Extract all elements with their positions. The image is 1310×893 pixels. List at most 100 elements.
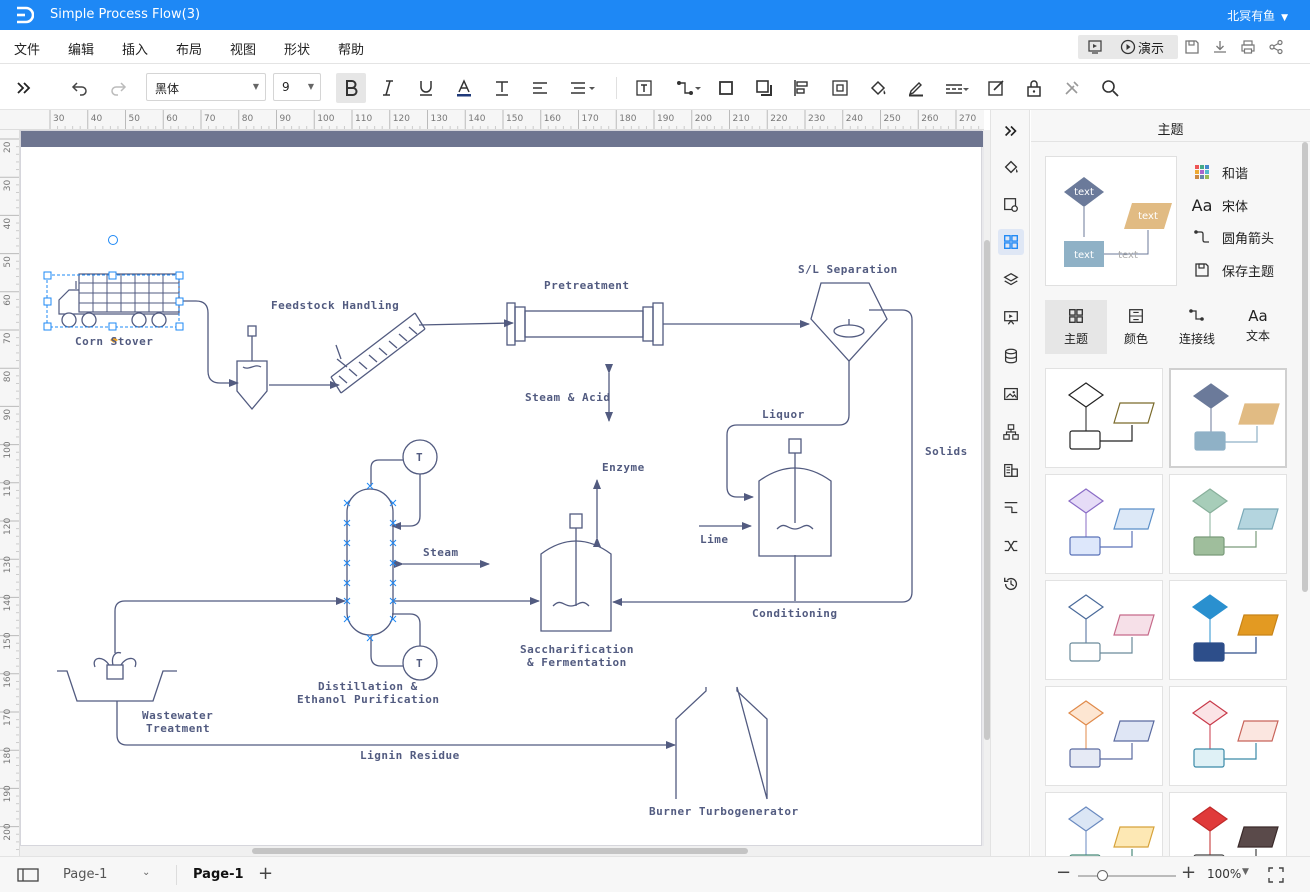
hopper-shape[interactable] — [236, 325, 268, 411]
italic-button[interactable] — [376, 76, 400, 100]
org-panel-button[interactable] — [998, 419, 1024, 445]
connection-point-marker[interactable] — [343, 499, 351, 507]
chevron-down-icon[interactable]: ▼ — [1242, 867, 1249, 877]
vertical-scrollbar-thumb[interactable] — [984, 240, 990, 740]
connection-point-marker[interactable] — [343, 559, 351, 567]
t2-circle[interactable] — [402, 645, 438, 681]
diagram-page[interactable]: Corn Stover Feedstock Handling Pretreatm… — [20, 130, 983, 846]
pretreatment-reactor-shape[interactable] — [506, 302, 664, 346]
fullscreen-icon[interactable] — [1268, 867, 1284, 883]
connection-point-marker[interactable] — [343, 539, 351, 547]
presentation-mode-button[interactable] — [1078, 35, 1112, 59]
tab-color[interactable]: 颜色 — [1105, 300, 1167, 354]
menu-help[interactable]: 帮助 — [338, 43, 365, 58]
widgets-panel-button[interactable] — [998, 457, 1024, 483]
size-button[interactable] — [828, 76, 852, 100]
label-treatment[interactable]: Treatment — [146, 722, 210, 735]
fermentation-tank-shape[interactable] — [540, 513, 612, 632]
page-select[interactable]: Page-1 — [63, 867, 108, 882]
label-ethanol-purification[interactable]: Ethanol Purification — [297, 693, 439, 706]
text-handle[interactable] — [110, 337, 118, 343]
text-box-button[interactable] — [632, 76, 656, 100]
wastewater-basin-shape[interactable] — [57, 651, 177, 702]
theme-card[interactable] — [1045, 580, 1163, 680]
label-wastewater[interactable]: Wastewater — [142, 709, 213, 722]
layers-panel-button[interactable] — [998, 267, 1024, 293]
option-rounded-arrow[interactable]: 圆角箭头 — [1191, 226, 1274, 248]
zoom-slider-handle[interactable] — [1097, 870, 1108, 881]
connector-t2-up[interactable] — [392, 613, 421, 646]
selection-box[interactable] — [43, 235, 184, 344]
option-save-theme[interactable]: 保存主题 — [1191, 259, 1274, 281]
connector-solids[interactable] — [612, 309, 913, 606]
redo-button[interactable] — [106, 76, 130, 100]
connector-t2[interactable] — [370, 636, 403, 667]
page-panel-icon[interactable] — [17, 868, 39, 882]
connection-point-marker[interactable] — [389, 499, 397, 507]
theme-panel-button[interactable] — [998, 229, 1024, 255]
label-enzyme[interactable]: Enzyme — [602, 461, 645, 474]
rotate-handle[interactable] — [108, 235, 118, 245]
image-panel-button[interactable] — [998, 381, 1024, 407]
menu-layout[interactable]: 布局 — [176, 43, 203, 58]
menu-view[interactable]: 视图 — [230, 43, 257, 58]
label-steam-acid[interactable]: Steam & Acid — [525, 391, 610, 404]
present-button[interactable]: 演示 — [1112, 35, 1172, 59]
underline-button[interactable] — [414, 76, 438, 100]
connection-point-marker[interactable] — [366, 634, 374, 642]
separator-shape[interactable] — [810, 282, 888, 362]
undo-button[interactable] — [68, 76, 92, 100]
connector-lignin-residue[interactable] — [116, 701, 676, 749]
connection-point-marker[interactable] — [343, 597, 351, 605]
zoom-out-button[interactable]: − — [1056, 862, 1072, 883]
page-tab[interactable]: Page-1 — [193, 867, 244, 882]
tab-theme[interactable]: 主题 — [1045, 300, 1107, 354]
horizontal-scrollbar-thumb[interactable] — [252, 848, 748, 854]
connection-point-marker[interactable] — [389, 519, 397, 527]
outline-panel-button[interactable] — [998, 495, 1024, 521]
screw-conveyor-shape[interactable] — [330, 312, 426, 394]
font-family-select[interactable]: 黑体▼ — [146, 73, 266, 101]
zoom-level[interactable]: 100% — [1207, 867, 1242, 881]
save-button[interactable] — [1184, 35, 1200, 59]
t1-circle[interactable] — [402, 439, 438, 475]
print-button[interactable] — [1240, 35, 1256, 59]
connection-point-marker[interactable] — [389, 559, 397, 567]
label-liquor[interactable]: Liquor — [762, 408, 805, 421]
menu-shape[interactable]: 形状 — [284, 43, 311, 58]
connector-feedstock-to-pretreatment[interactable] — [418, 319, 514, 328]
font-size-select[interactable]: 9▼ — [273, 73, 321, 101]
label-sl-separation[interactable]: S/L Separation — [798, 263, 898, 276]
search-button[interactable] — [1098, 76, 1122, 100]
menu-insert[interactable]: 插入 — [122, 43, 149, 58]
style-panel-button[interactable] — [998, 192, 1024, 218]
label-solids[interactable]: Solids — [925, 445, 968, 458]
bold-button[interactable] — [336, 73, 366, 103]
label-fermentation[interactable]: & Fermentation — [527, 656, 627, 669]
menu-edit[interactable]: 编辑 — [68, 43, 95, 58]
label-lignin-residue[interactable]: Lignin Residue — [360, 749, 460, 762]
line-color-button[interactable] — [904, 76, 928, 100]
theme-card[interactable] — [1045, 686, 1163, 786]
conditioning-tank-shape[interactable] — [758, 438, 832, 557]
connection-point-marker[interactable] — [389, 579, 397, 587]
canvas-area[interactable]: Corn Stover Feedstock Handling Pretreatm… — [20, 130, 984, 846]
distillation-column-shape[interactable] — [346, 488, 394, 636]
lock-button[interactable] — [1022, 76, 1046, 100]
theme-card[interactable] — [1169, 580, 1287, 680]
edit-shape-button[interactable] — [984, 76, 1008, 100]
shadow-button[interactable] — [752, 76, 776, 100]
fill-panel-button[interactable] — [998, 154, 1024, 180]
theme-card[interactable] — [1169, 686, 1287, 786]
slides-panel-button[interactable] — [998, 305, 1024, 331]
collapse-toolbar-button[interactable] — [12, 76, 36, 100]
tab-connector[interactable]: 连接线 — [1166, 300, 1228, 354]
label-saccharification[interactable]: Saccharification — [520, 643, 634, 656]
menu-file[interactable]: 文件 — [14, 43, 41, 58]
connection-point-marker[interactable] — [343, 519, 351, 527]
connector-liquor[interactable] — [726, 361, 850, 501]
connector-button[interactable] — [674, 76, 704, 100]
